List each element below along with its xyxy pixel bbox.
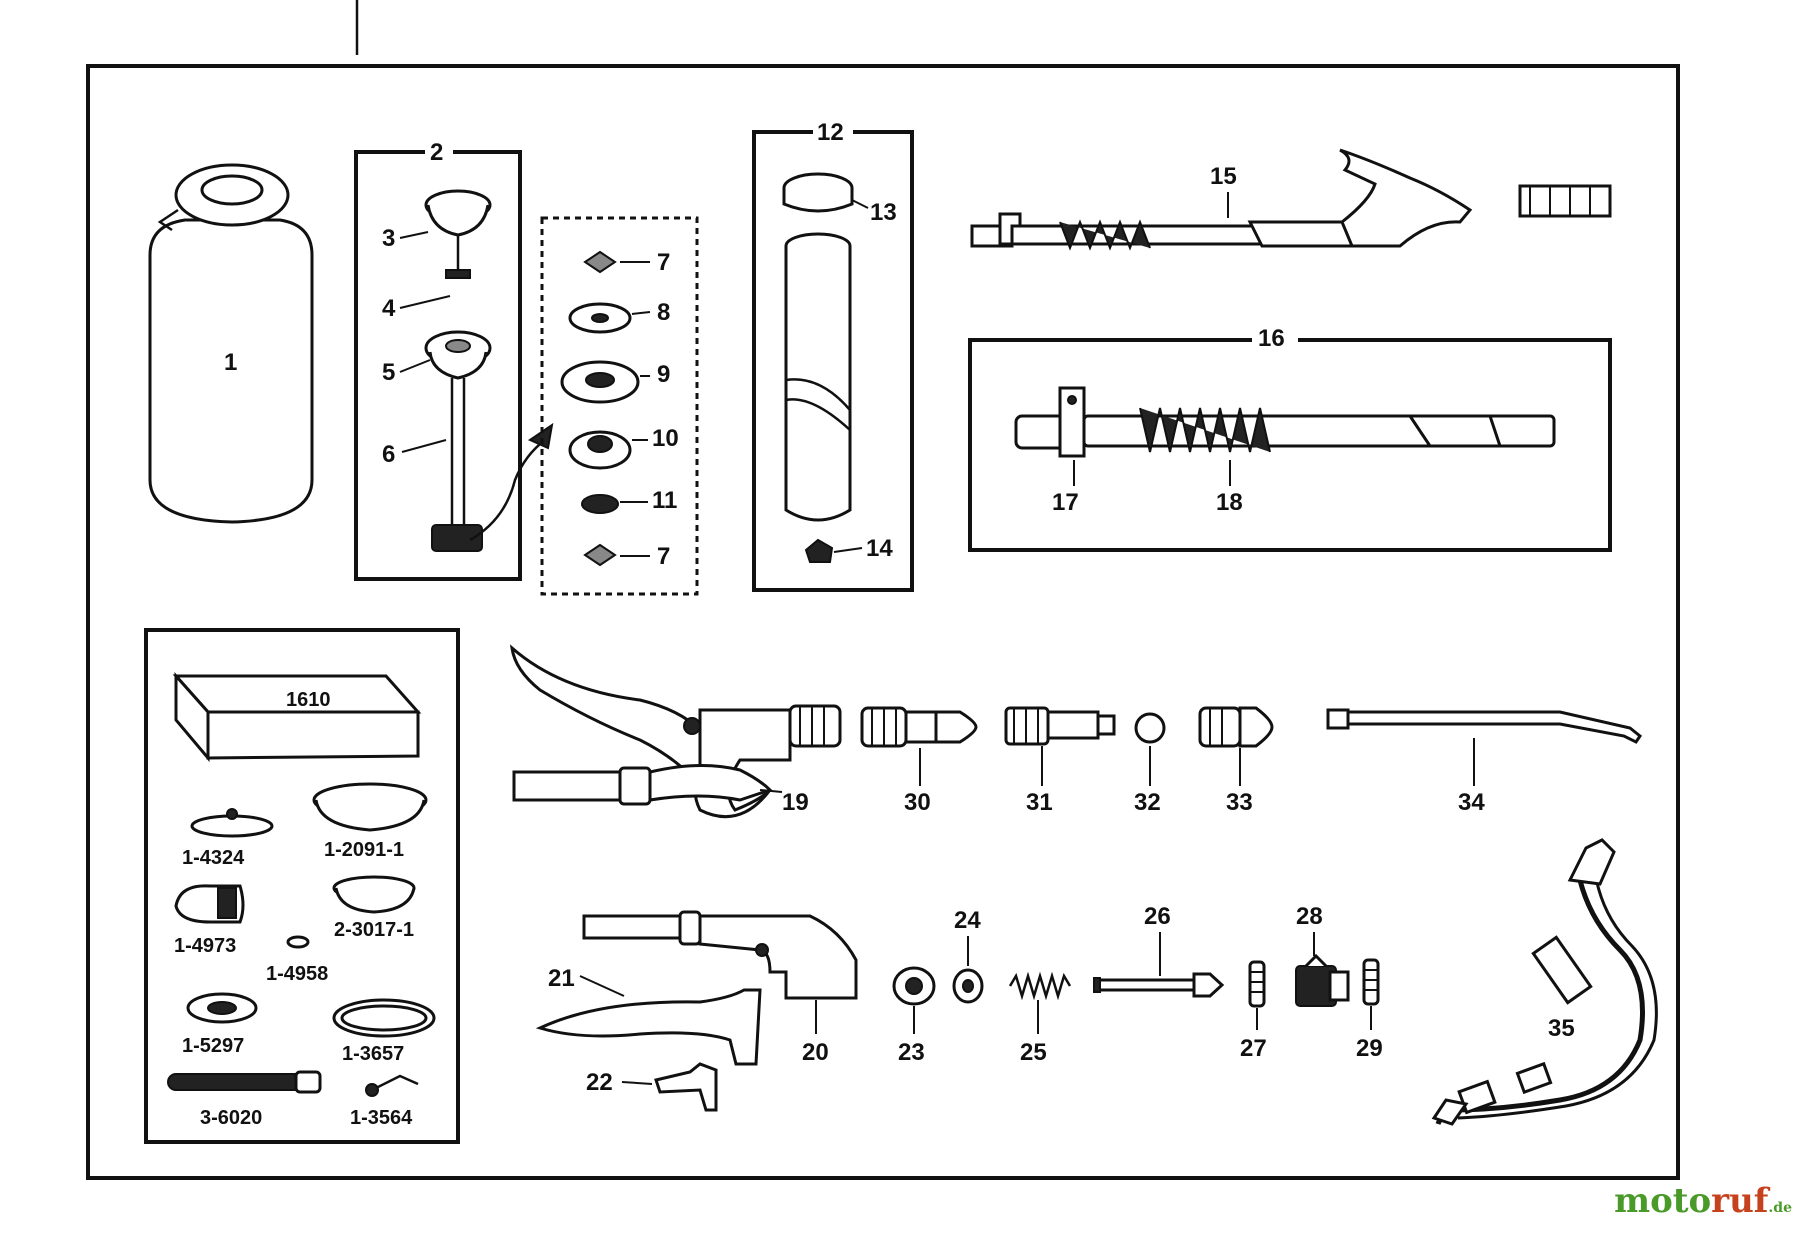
- lead-22: [621, 1081, 653, 1085]
- kit-label-3-6020: 3-6020: [200, 1107, 262, 1129]
- label-1: 1: [224, 349, 237, 376]
- label-20: 20: [802, 1039, 829, 1066]
- nozzle-part-30: [860, 706, 978, 748]
- kit-label-1-4958: 1-4958: [266, 963, 328, 985]
- washer-part-24: [952, 968, 984, 1004]
- kit-parts: [167, 782, 436, 1097]
- valve-parts: [560, 250, 640, 567]
- label-7a: 7: [657, 249, 670, 276]
- lead-5: [399, 359, 431, 373]
- kit-label-1-2091-1: 1-2091-1: [324, 839, 404, 861]
- lead-6: [401, 439, 447, 453]
- label-14: 14: [866, 535, 893, 562]
- spray-tube-part-34: [1326, 708, 1643, 744]
- trigger-handle-part-19: [509, 644, 842, 819]
- label-21: 21: [548, 965, 575, 992]
- label-19: 19: [782, 789, 809, 816]
- strap-part-35: [1431, 838, 1658, 1126]
- lever-part-21: [535, 988, 762, 1066]
- handle-part-20: [582, 910, 858, 1000]
- label-18: 18: [1216, 489, 1243, 516]
- kit-case: [172, 672, 422, 763]
- label-2: 2: [430, 139, 443, 166]
- lead-21: [579, 975, 625, 997]
- kit-case-label: 1610: [286, 689, 331, 711]
- kit-label-1-3657: 1-3657: [342, 1043, 404, 1065]
- spring-part-25: [1008, 971, 1072, 1001]
- label-15: 15: [1210, 163, 1237, 190]
- box-16-label-bg: [1252, 326, 1298, 352]
- lead-3: [399, 231, 429, 239]
- label-22: 22: [586, 1069, 613, 1096]
- pin-part-26: [1093, 972, 1225, 998]
- spring-part-27: [1248, 960, 1266, 1008]
- label-28: 28: [1296, 903, 1323, 930]
- box-12-label-bg: [813, 118, 853, 144]
- label-3: 3: [382, 225, 395, 252]
- kit-label-1-5297: 1-5297: [182, 1035, 244, 1057]
- extension-lance: [1014, 386, 1556, 458]
- lead-13: [851, 199, 869, 209]
- label-32: 32: [1134, 789, 1161, 816]
- label-33: 33: [1226, 789, 1253, 816]
- label-6: 6: [382, 441, 395, 468]
- spring-part-29: [1362, 958, 1380, 1006]
- watermark-ruf: ruf: [1711, 1181, 1769, 1221]
- watermark-logo: motoruf.de: [1614, 1181, 1792, 1221]
- label-31: 31: [1026, 789, 1053, 816]
- label-26: 26: [1144, 903, 1171, 930]
- watermark-moto: moto: [1614, 1181, 1712, 1221]
- label-8: 8: [657, 299, 670, 326]
- label-5: 5: [382, 359, 395, 386]
- bracket-part-22: [654, 1062, 718, 1112]
- label-35: 35: [1548, 1015, 1575, 1042]
- label-30: 30: [904, 789, 931, 816]
- kit-label-1-4973: 1-4973: [174, 935, 236, 957]
- label-29: 29: [1356, 1035, 1383, 1062]
- tank-part-1: [148, 163, 314, 524]
- label-10: 10: [652, 425, 679, 452]
- lead-19: [759, 789, 783, 793]
- kit-label-1-4324: 1-4324: [182, 847, 245, 869]
- valve-parts-dashed-box: [540, 216, 699, 596]
- cylinder-parts: [782, 172, 854, 563]
- label-23: 23: [898, 1039, 925, 1066]
- kit-label-2-3017-1: 2-3017-1: [334, 919, 414, 941]
- label-24: 24: [954, 907, 981, 934]
- washer-part-32: [1134, 712, 1166, 744]
- label-11: 11: [652, 487, 677, 514]
- lance-part-15: [970, 148, 1612, 251]
- label-27: 27: [1240, 1035, 1267, 1062]
- lead-4: [399, 295, 451, 309]
- lead-8: [631, 311, 651, 315]
- pump-parts: [424, 189, 554, 552]
- nozzle-cap-part-33: [1198, 706, 1274, 748]
- label-7b: 7: [657, 543, 670, 570]
- watermark-de: .de: [1768, 1200, 1792, 1216]
- label-12: 12: [817, 119, 844, 146]
- nozzle-part-31: [1004, 706, 1116, 746]
- label-17: 17: [1052, 489, 1079, 516]
- label-4: 4: [382, 295, 396, 322]
- label-25: 25: [1020, 1039, 1047, 1066]
- nut-part-23: [892, 966, 936, 1006]
- kit-box-frame: [144, 628, 460, 1144]
- outer-frame: [86, 64, 1680, 1180]
- label-16: 16: [1258, 325, 1285, 352]
- valve-part-28: [1295, 953, 1350, 1007]
- box-2-label-bg: [425, 138, 453, 164]
- lead-14: [833, 547, 863, 553]
- kit-label-1-3564: 1-3564: [350, 1107, 413, 1129]
- label-9: 9: [657, 361, 670, 388]
- label-34: 34: [1458, 789, 1485, 816]
- label-13: 13: [870, 199, 897, 226]
